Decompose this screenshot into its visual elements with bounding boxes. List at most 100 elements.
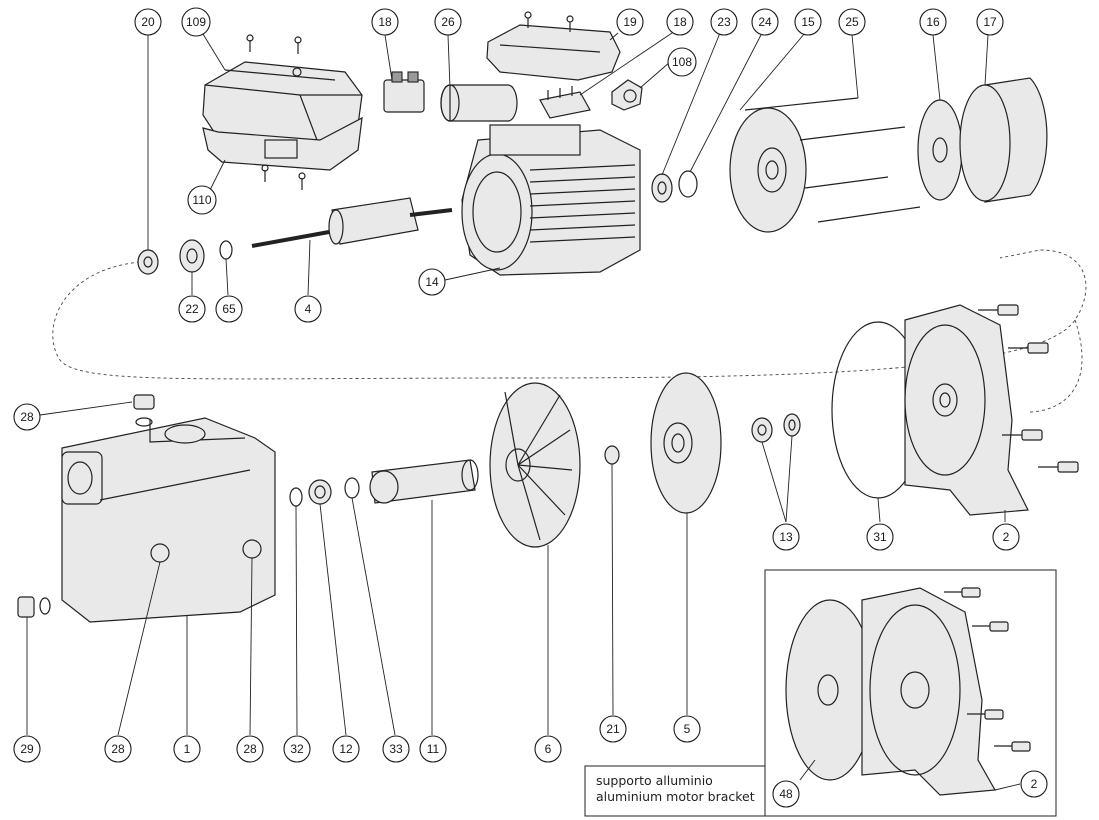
svg-text:14: 14 [425,275,439,289]
tie-rods-part-25 [744,97,921,223]
callout-1: 1 [173,735,201,763]
terminal-box-base [202,116,363,171]
svg-text:109: 109 [186,15,206,29]
rotor-shaft-part-4 [251,197,453,248]
callout-19: 19 [616,8,644,36]
svg-text:5: 5 [684,722,691,736]
nut-part-21 [604,445,620,465]
callout-21: 21 [599,715,627,743]
svg-text:26: 26 [441,15,455,29]
callout-20: 20 [134,8,162,36]
drain-plug-part-28-top [133,394,155,427]
cable-gland-part-108 [611,79,643,111]
fan-cover-part-17 [959,77,1048,203]
callout-15: 15 [794,8,822,36]
svg-text:22: 22 [185,302,199,316]
callout-5: 5 [673,715,701,743]
callout-2-main: 2 [992,523,1020,551]
o-ring-part-33 [344,477,360,499]
bearing-part-23 [651,173,673,203]
plug-part-29 [17,596,51,618]
assembly-guide-line-2 [1029,319,1083,413]
callout-18-switch: 18 [371,8,399,36]
callout-48: 48 [772,780,800,808]
svg-text:23: 23 [717,15,731,29]
callout-29: 29 [13,735,41,763]
svg-text:17: 17 [983,15,997,29]
callout-65: 65 [215,295,243,323]
svg-text:21: 21 [606,722,620,736]
inset-screws [944,587,1031,752]
motor-bracket-part-2 [904,304,1029,516]
svg-text:16: 16 [926,15,940,29]
callout-32: 32 [283,735,311,763]
svg-text:20: 20 [141,15,155,29]
inset-caption-line2: aluminium motor bracket [596,789,755,804]
svg-text:108: 108 [672,55,692,69]
callout-28-right: 28 [236,735,264,763]
svg-text:13: 13 [779,530,793,544]
svg-text:2: 2 [1031,777,1038,791]
callout-110: 110 [187,185,217,215]
svg-text:48: 48 [779,787,793,801]
svg-text:12: 12 [339,742,353,756]
svg-text:33: 33 [389,742,403,756]
svg-text:19: 19 [623,15,637,29]
callout-12: 12 [332,735,360,763]
venturi-part-12 [308,479,332,505]
inset-aluminium-bracket [785,587,996,796]
callout-31: 31 [866,523,894,551]
callout-26: 26 [434,8,462,36]
mechanical-seal-part-13 [751,413,801,443]
diffuser-part-6 [489,382,581,548]
callout-2-inset: 2 [1020,770,1048,798]
callout-13: 13 [772,523,800,551]
leader-lines [26,32,1021,791]
callout-6: 6 [534,735,562,763]
capacitor-part-26 [440,84,518,122]
callout-109: 109 [181,7,211,37]
assembly-guide-line [52,249,1087,380]
switch-part-18 [383,71,425,113]
callout-11: 11 [419,735,447,763]
callout-33: 33 [382,735,410,763]
callout-16: 16 [919,8,947,36]
svg-text:18: 18 [673,15,687,29]
svg-text:2: 2 [1003,530,1010,544]
svg-text:28: 28 [111,742,125,756]
callout-28-left: 28 [104,735,132,763]
bearing-part-22 [179,239,205,273]
pump-body-part-1 [61,417,276,623]
svg-text:6: 6 [545,742,552,756]
svg-text:25: 25 [845,15,859,29]
svg-text:29: 29 [20,742,34,756]
svg-text:1: 1 [184,742,191,756]
svg-text:4: 4 [305,302,312,316]
motor-body-part-14 [461,124,641,276]
screws-top-cover [246,34,306,190]
fan-part-16 [917,99,963,201]
svg-text:31: 31 [873,530,887,544]
svg-text:28: 28 [20,410,34,424]
o-ring-part-32 [289,487,303,507]
svg-text:18: 18 [378,15,392,29]
callout-108: 108 [667,47,697,77]
callout-18-terminal: 18 [666,8,694,36]
callout-25: 25 [838,8,866,36]
top-cover-part-19 [486,11,621,81]
svg-text:24: 24 [758,15,772,29]
callout-28-top: 28 [13,403,41,431]
svg-text:65: 65 [222,302,236,316]
callout-23: 23 [710,8,738,36]
svg-text:32: 32 [290,742,304,756]
callout-17: 17 [976,8,1004,36]
svg-text:11: 11 [427,742,440,756]
callout-14: 14 [418,268,446,296]
seal-part-20 [137,249,159,275]
impeller-part-5 [650,372,722,514]
svg-text:28: 28 [243,742,257,756]
callout-4: 4 [294,295,322,323]
circlip-part-24 [678,170,698,198]
svg-text:110: 110 [192,193,211,207]
